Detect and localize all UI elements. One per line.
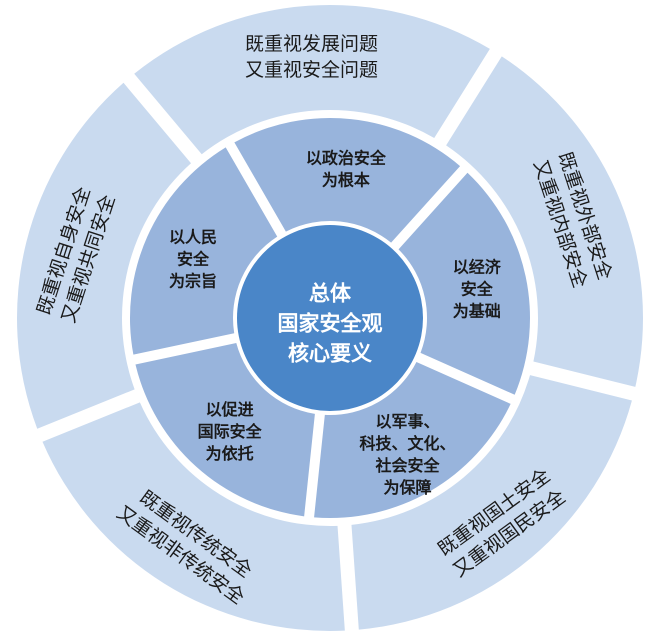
inner-label-international-line: 以促进 xyxy=(206,400,254,419)
inner-label-economic-line: 以经济 xyxy=(453,258,502,277)
inner-label-military-tech-culture-social-line: 为保障 xyxy=(383,478,431,497)
inner-label-international: 以促进国际安全为依托 xyxy=(198,400,263,463)
inner-ring: 以政治安全为根本以经济安全为基础以军事、科技、文化、社会安全为保障以促进国际安全… xyxy=(129,117,531,518)
inner-label-international-line: 国际安全 xyxy=(198,422,263,441)
outer-label-development-and-security-line: 既重视发展问题 xyxy=(245,33,378,55)
inner-label-international-line: 为依托 xyxy=(206,444,254,463)
inner-label-people-line: 以人民 xyxy=(169,228,217,247)
core-label-line: 核心要义 xyxy=(288,342,372,366)
outer-label-development-and-security-line: 又重视安全问题 xyxy=(245,59,378,81)
inner-segment-international xyxy=(135,343,315,517)
outer-segment-self-and-common xyxy=(17,82,192,429)
inner-label-economic-line: 安全 xyxy=(461,280,494,299)
core-label-line: 总体 xyxy=(309,282,352,306)
inner-segment-military-tech-culture-social xyxy=(314,361,511,518)
outer-ring: 既重视发展问题又重视安全问题既重视外部安全又重视内部安全既重视国土安全又重视国民… xyxy=(17,5,643,632)
core-circle: 总体国家安全观核心要义 xyxy=(237,225,423,411)
inner-label-military-tech-culture-social-line: 以军事、 xyxy=(375,412,439,431)
outer-segment-external-and-internal xyxy=(446,56,643,387)
inner-label-people-line: 安全 xyxy=(177,250,210,269)
inner-label-economic: 以经济安全为基础 xyxy=(453,258,502,321)
inner-label-military-tech-culture-social: 以军事、科技、文化、社会安全为保障 xyxy=(359,412,455,497)
outer-label-development-and-security: 既重视发展问题又重视安全问题 xyxy=(245,33,378,81)
inner-label-political-line: 为根本 xyxy=(322,171,370,190)
outer-segment-territory-and-people xyxy=(351,375,632,630)
inner-label-military-tech-culture-social-line: 科技、文化、 xyxy=(359,434,455,453)
core-label: 总体国家安全观核心要义 xyxy=(278,282,383,366)
outer-segment-development-and-security xyxy=(134,5,490,155)
inner-segment-people xyxy=(129,147,278,355)
inner-label-people: 以人民安全为宗旨 xyxy=(169,228,217,291)
outer-segment-traditional-and-nontraditional xyxy=(42,402,345,632)
inner-segment-political xyxy=(234,117,461,243)
inner-segment-economic xyxy=(398,172,531,395)
inner-label-people-line: 为宗旨 xyxy=(169,272,217,291)
inner-label-military-tech-culture-social-line: 社会安全 xyxy=(374,456,440,475)
inner-label-political-line: 以政治安全 xyxy=(306,149,387,168)
core-label-line: 国家安全观 xyxy=(278,312,383,336)
inner-label-economic-line: 为基础 xyxy=(453,302,501,321)
inner-label-political: 以政治安全为根本 xyxy=(306,149,387,190)
core-circle-fill xyxy=(237,225,423,411)
